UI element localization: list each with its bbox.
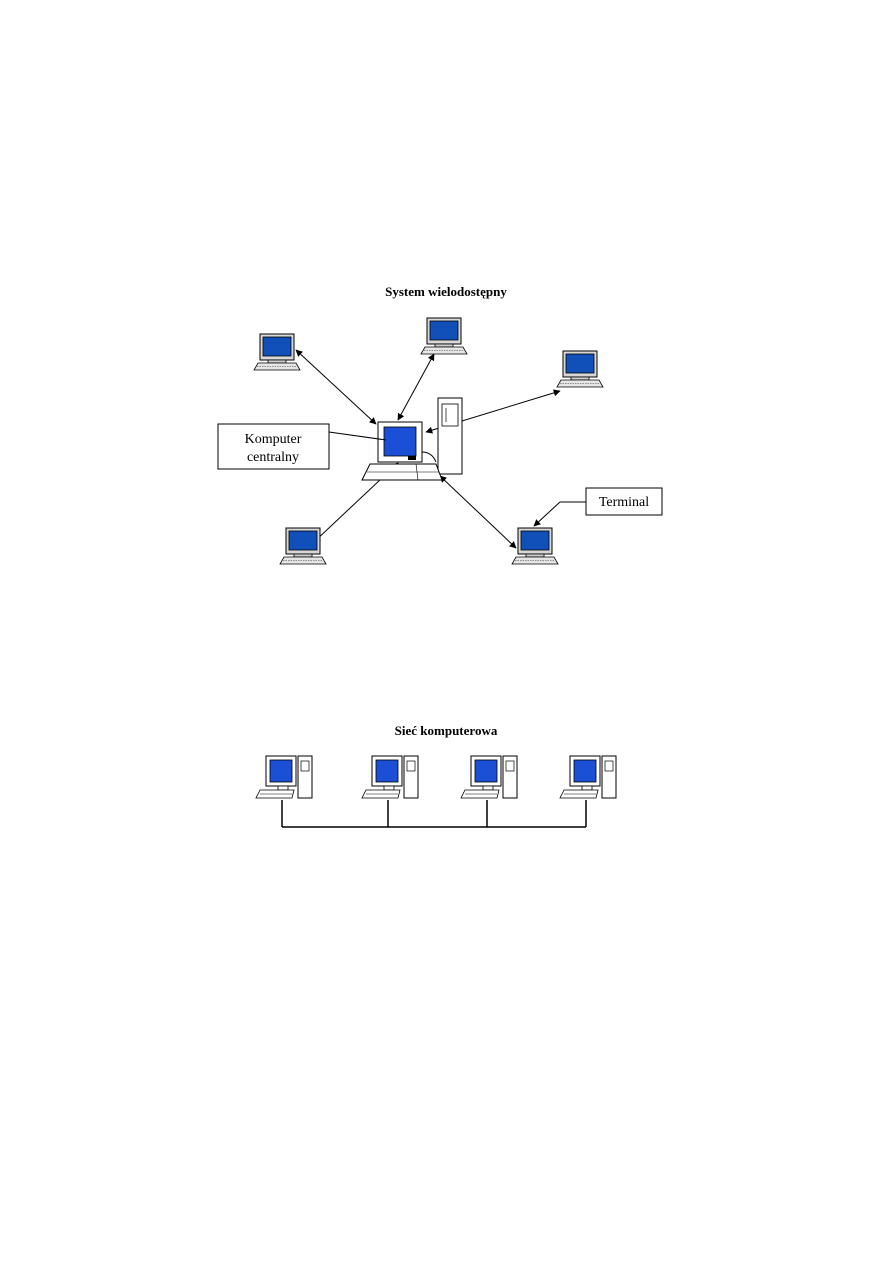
central-computer-callout: Komputer centralny — [217, 423, 387, 470]
central-label-line1: Komputer — [245, 432, 302, 447]
terminal-top-left-icon — [253, 333, 301, 371]
terminal-bottom-right-icon — [511, 527, 559, 565]
terminal-bottom-left-icon — [279, 527, 327, 565]
terminal-callout: Terminal — [533, 487, 663, 527]
terminal-top-middle-icon — [420, 317, 468, 355]
diagram2-title: Sieć komputerowa — [395, 723, 498, 738]
network-pc-4-icon — [559, 755, 617, 799]
arrow-bottom-right — [439, 475, 517, 549]
terminal-label: Terminal — [599, 495, 649, 510]
central-label-line2: centralny — [247, 450, 299, 465]
network-pc-2-icon — [361, 755, 419, 799]
connection-arrows — [295, 349, 561, 549]
network-pc-3-icon — [460, 755, 518, 799]
network-pc-1-icon — [255, 755, 313, 799]
diagram1-title: System wielodostępny — [385, 284, 507, 299]
arrow-top-left — [295, 349, 377, 425]
arrow-top-middle — [397, 353, 435, 421]
terminal-right-icon — [556, 350, 604, 388]
central-computer-icon — [361, 397, 463, 481]
network-bus — [281, 800, 587, 828]
